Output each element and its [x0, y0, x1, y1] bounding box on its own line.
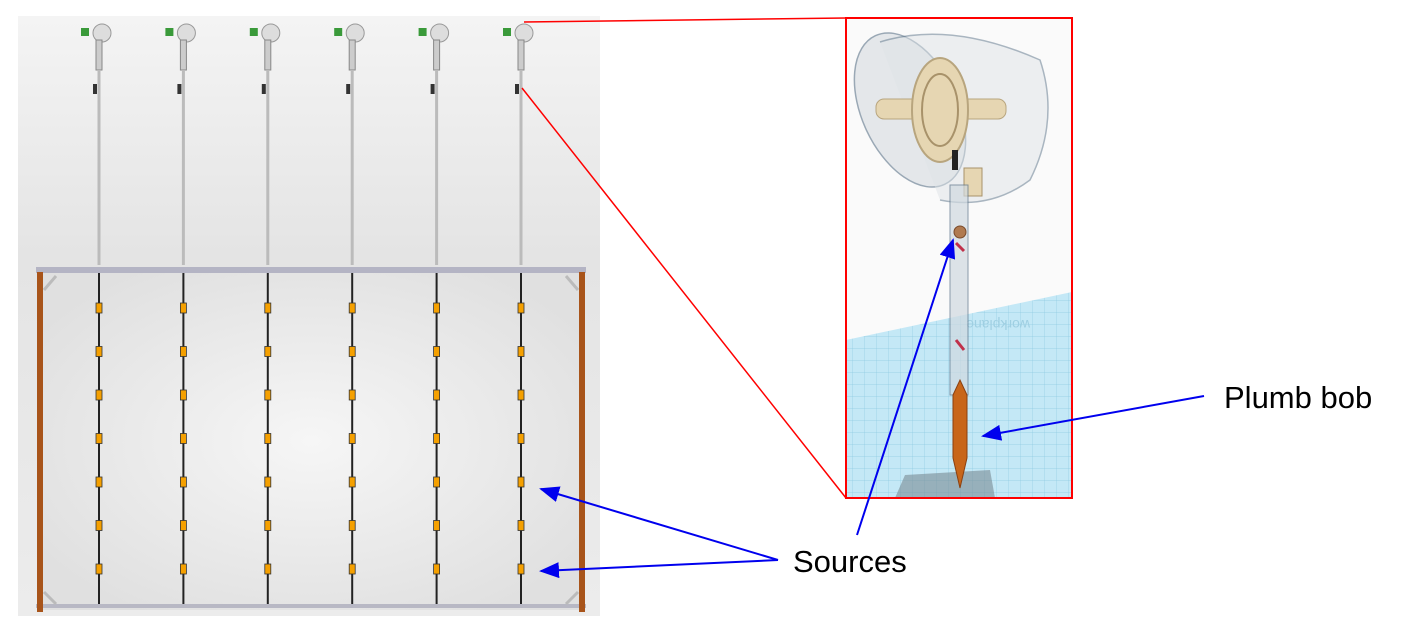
source — [95, 346, 103, 357]
source — [264, 389, 272, 401]
source — [179, 563, 187, 575]
right-post — [579, 272, 585, 612]
source — [179, 476, 187, 488]
sources-label: Sources — [793, 544, 907, 579]
source — [264, 476, 272, 488]
sources-arrow-1 — [539, 486, 779, 561]
source — [179, 302, 187, 314]
electronics-icon — [81, 28, 89, 36]
callout-line-bottom — [521, 87, 847, 499]
plumb-bob-inset: workplane — [845, 17, 1073, 499]
plumb-bob — [952, 378, 968, 489]
source — [517, 302, 525, 314]
plumb-bob-label: Plumb bob — [1224, 380, 1373, 415]
sources-arrow-inset — [856, 238, 956, 536]
source — [264, 346, 272, 357]
reel-housing-icon — [345, 23, 365, 43]
reel-housing-icon — [514, 23, 534, 43]
reel-wheel — [911, 57, 969, 163]
source — [179, 520, 187, 531]
source — [95, 563, 103, 575]
sources-arrow-2 — [539, 559, 779, 579]
source — [348, 520, 356, 531]
source — [95, 520, 103, 531]
source — [433, 520, 441, 531]
source — [348, 389, 356, 401]
source — [517, 389, 525, 401]
source — [433, 302, 441, 314]
reel-housing-icon — [430, 23, 450, 43]
left-post — [37, 272, 43, 612]
reel-housing-icon — [92, 23, 112, 43]
source — [517, 563, 525, 575]
source — [348, 302, 356, 314]
source — [95, 433, 103, 444]
source — [348, 346, 356, 357]
source — [264, 302, 272, 314]
detector-render — [18, 16, 600, 616]
svg-text:workplane: workplane — [966, 317, 1031, 333]
reel-housing-icon — [261, 23, 281, 43]
reel-housing-icon — [176, 23, 196, 43]
top-frame-bar — [36, 267, 586, 273]
tube — [949, 184, 969, 396]
source — [179, 433, 187, 444]
plumb-bob-arrow — [981, 395, 1205, 441]
source — [517, 476, 525, 488]
source — [433, 563, 441, 575]
callout-line-top — [523, 17, 847, 23]
source — [348, 476, 356, 488]
source — [264, 433, 272, 444]
source — [179, 389, 187, 401]
electronics-icon — [165, 28, 174, 36]
electronics-icon — [418, 28, 427, 36]
source — [433, 389, 441, 401]
source — [95, 476, 103, 488]
source — [95, 302, 103, 314]
electronics-icon — [503, 28, 511, 36]
source — [517, 346, 525, 357]
source — [348, 433, 356, 444]
electronics-icon — [249, 28, 258, 36]
source — [517, 520, 525, 531]
source — [264, 563, 272, 575]
source — [348, 563, 356, 575]
bottom-frame-bar — [36, 604, 586, 608]
electronics-icon — [334, 28, 343, 36]
source — [179, 346, 187, 357]
source — [95, 389, 103, 401]
source — [433, 476, 441, 488]
source — [433, 433, 441, 444]
source — [517, 433, 525, 444]
source — [264, 520, 272, 531]
source — [433, 346, 441, 357]
